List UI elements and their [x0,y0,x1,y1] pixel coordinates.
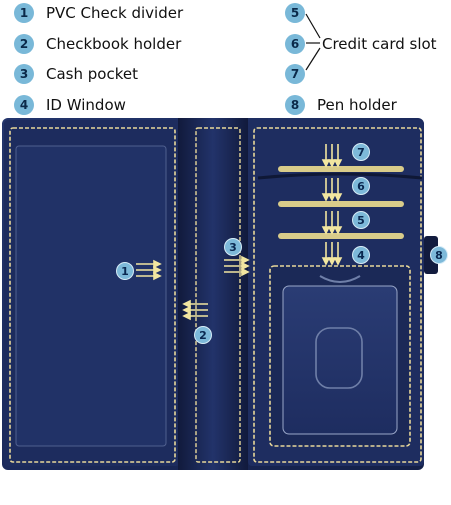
right-panel-stitch [253,127,422,463]
legend-badge: 3 [14,64,34,84]
callout-id-window: 4 [352,246,370,264]
legend-item-pen-holder: 8 Pen holder [285,95,397,115]
callout-checkbook-holder: 2 [194,326,212,344]
wallet-drawing [2,118,438,470]
legend-label: PVC Check divider [46,4,184,22]
card-slot-5-stitch [278,233,404,239]
callout-pen-holder: 8 [430,246,448,264]
spine [178,118,248,470]
card-slot-top-shadow [257,172,423,180]
legend-badge: 8 [285,95,305,115]
pvc-check-divider [15,145,167,447]
legend-badge: 2 [14,34,34,54]
legend-badge: 1 [14,3,34,23]
legend-badge-credit-slot-5: 5 [285,3,305,23]
id-window-thumb-notch [319,275,361,283]
legend-item-checkbook-holder: 2 Checkbook holder [14,34,181,54]
legend-item-cash-pocket: 3 Cash pocket [14,64,138,84]
id-window-plastic [282,285,398,435]
legend-label: Cash pocket [46,65,138,83]
legend-badge-credit-slot-7: 7 [285,64,305,84]
legend-item-pvc-check-divider: 1 PVC Check divider [14,3,183,23]
legend-label-credit-card-slot: Credit card slot [322,35,437,53]
card-slot-6-stitch [278,201,404,207]
callout-arrows [136,144,343,321]
spine-stitch [195,127,241,463]
legend-item-id-window: 4 ID Window [14,95,126,115]
checkbook-wallet-image: 1 2 3 7 6 5 4 8 [0,116,451,500]
left-panel-stitch [9,127,176,463]
callout-credit-card-slot-7: 7 [352,143,370,161]
callout-cash-pocket: 3 [224,238,242,256]
legend-badge-credit-slot-6: 6 [285,34,305,54]
callout-credit-card-slot-6: 6 [352,177,370,195]
legend-label: Checkbook holder [46,35,182,53]
legend-label: Pen holder [317,96,397,114]
callout-credit-card-slot-5: 5 [352,211,370,229]
legend-bracket-lines [305,13,321,71]
legend-label: ID Window [46,96,126,114]
id-window-cutout [315,327,363,389]
card-slot-7-stitch [278,166,404,172]
legend-badge: 4 [14,95,34,115]
callout-pvc-check-divider: 1 [116,262,134,280]
